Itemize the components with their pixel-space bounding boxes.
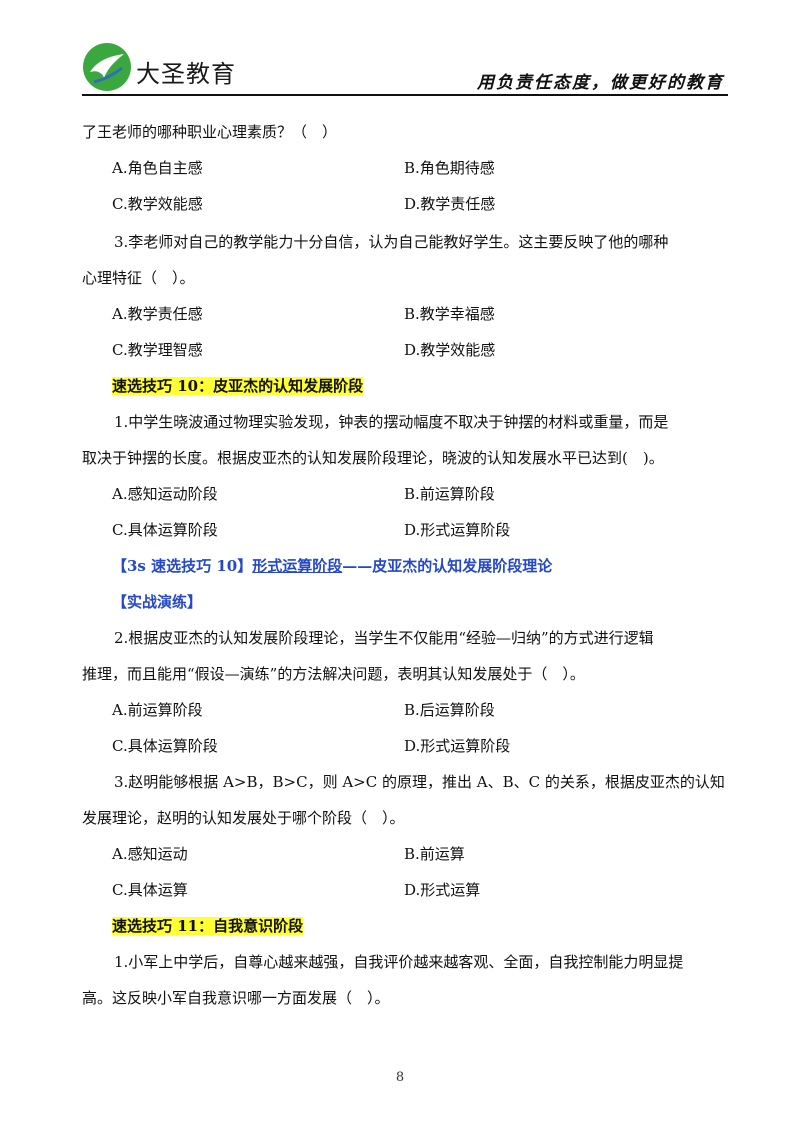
- quick-tip: 【3s 速选技巧 10】形式运算阶段——皮亚杰的认知发展阶段理论: [112, 556, 552, 576]
- tip-suffix: ——皮亚杰的认知发展阶段理论: [342, 557, 553, 575]
- option-a: A.感知运动阶段: [112, 485, 218, 503]
- option-d: D.形式运算: [404, 881, 481, 899]
- option-d: D.形式运算阶段: [404, 521, 511, 539]
- question-stem-cont: 推理，而且能用“假设—演练”的方法解决问题，表明其认知发展处于（ ）。: [82, 665, 585, 683]
- question-stem: 1.小军上中学后，自尊心越来越强，自我评价越来越客观、全面，自我控制能力明显提: [114, 953, 684, 971]
- option-a: A.角色自主感: [112, 159, 203, 177]
- option-c: C.具体运算阶段: [112, 737, 218, 755]
- question-stem-cont: 发展理论，赵明的认知发展处于哪个阶段（ ）。: [82, 809, 405, 827]
- option-b: B.后运算阶段: [404, 701, 495, 719]
- tip-prefix: 【3s 速选技巧 10】: [112, 557, 253, 575]
- option-b: B.前运算: [404, 845, 465, 863]
- option-c: C.具体运算阶段: [112, 521, 218, 539]
- option-b: B.教学幸福感: [404, 305, 495, 323]
- practice-label: 【实战演练】: [112, 593, 203, 611]
- question-stem: 1.中学生晓波通过物理实验发现，钟表的摆动幅度不取决于钟摆的材料或重量，而是: [114, 413, 669, 431]
- bird-logo-icon: [83, 43, 131, 91]
- page-header: 大圣教育 用负责任态度，做更好的教育: [82, 38, 728, 98]
- question-stem: 2.根据皮亚杰的认知发展阶段理论，当学生不仅能用“经验—归纳”的方式进行逻辑: [114, 629, 654, 647]
- option-c: C.教学效能感: [112, 195, 203, 213]
- option-d: D.教学效能感: [404, 341, 496, 359]
- option-b: B.前运算阶段: [404, 485, 495, 503]
- page-number: 8: [395, 1070, 405, 1085]
- section-heading: 速选技巧 10：皮亚杰的认知发展阶段: [112, 377, 364, 395]
- option-c: C.具体运算: [112, 881, 188, 899]
- header-divider: [82, 94, 728, 96]
- option-d: D.形式运算阶段: [404, 737, 511, 755]
- section-heading: 速选技巧 11：自我意识阶段: [112, 917, 304, 935]
- option-a: A.感知运动: [112, 845, 188, 863]
- option-d: D.教学责任感: [404, 195, 496, 213]
- question-stem-cont: 心理特征（ ）。: [82, 269, 195, 287]
- question-stem: 了王老师的哪种职业心理素质？（ ）: [82, 123, 338, 141]
- option-c: C.教学理智感: [112, 341, 203, 359]
- question-stem-cont: 高。这反映小军自我意识哪一方面发展（ ）。: [82, 989, 390, 1007]
- question-stem-cont: 取决于钟摆的长度。根据皮亚杰的认知发展阶段理论，晓波的认知发展水平已达到( )。: [82, 449, 664, 467]
- option-a: A.教学责任感: [112, 305, 203, 323]
- tip-link[interactable]: 形式运算阶段: [252, 557, 343, 575]
- question-stem: 3.赵明能够根据 A>B，B>C，则 A>C 的原理，推出 A、B、C 的关系，…: [114, 773, 725, 791]
- brand-name: 大圣教育: [136, 60, 236, 88]
- header-slogan: 用负责任态度，做更好的教育: [477, 73, 724, 93]
- question-stem: 3.李老师对自己的教学能力十分自信，认为自己能教好学生。这主要反映了他的哪种: [114, 233, 669, 251]
- option-b: B.角色期待感: [404, 159, 495, 177]
- option-a: A.前运算阶段: [112, 701, 203, 719]
